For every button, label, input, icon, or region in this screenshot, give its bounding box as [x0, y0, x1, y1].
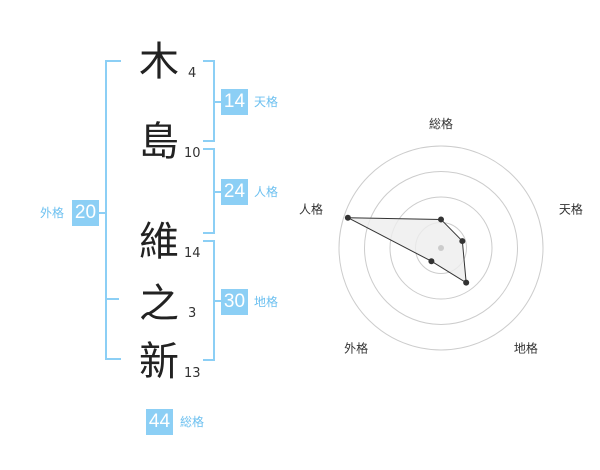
gaikaku-connector	[95, 212, 105, 214]
radar-point-4	[428, 258, 435, 265]
radar-ring-2	[389, 196, 493, 300]
stroke-count-3: 14	[184, 246, 201, 261]
gaikaku-divider-tick	[105, 298, 119, 300]
gaikaku-score: 20	[72, 200, 99, 226]
jinkaku-connector	[213, 191, 221, 193]
chikaku-score: 30	[221, 289, 248, 315]
radar-point-5	[344, 214, 351, 221]
tenkaku-score: 14	[221, 89, 248, 115]
name-char-3: 維	[139, 219, 179, 265]
radar-axis-label-5: 人格	[299, 202, 323, 217]
gaikaku-label: 外格	[40, 206, 65, 220]
radar-center-dot	[438, 245, 444, 251]
jinkaku-score: 24	[221, 179, 248, 205]
soukaku-label: 総格	[180, 415, 205, 429]
chikaku-connector	[213, 300, 221, 302]
radar-axis-label-3: 地格	[514, 340, 538, 355]
radar-point-1	[438, 216, 444, 223]
radar-point-3	[463, 279, 470, 286]
radar-axis-label-1: 総格	[429, 116, 453, 131]
chikaku-label: 地格	[254, 295, 279, 309]
name-char-4: 之	[139, 281, 179, 327]
stroke-count-4: 3	[188, 306, 197, 321]
stroke-count-2: 10	[184, 146, 201, 161]
name-char-2: 島	[139, 119, 179, 165]
name-char-5: 新	[139, 339, 179, 385]
gaikaku-bracket	[105, 60, 121, 360]
stroke-count-1: 4	[188, 66, 197, 81]
radar-area	[347, 217, 467, 284]
tenkaku-connector	[213, 101, 221, 103]
tenkaku-label: 天格	[254, 95, 279, 109]
name-char-1: 木	[139, 39, 179, 85]
radar-axis-label-4: 外格	[344, 340, 368, 355]
radar-axis-label-2: 天格	[559, 202, 583, 217]
stroke-count-5: 13	[184, 366, 201, 381]
radar-ring-3	[364, 171, 518, 325]
radar-point-2	[459, 238, 466, 245]
radar-ring-4	[338, 145, 544, 351]
jinkaku-label: 人格	[254, 185, 279, 199]
soukaku-score: 44	[146, 409, 173, 435]
